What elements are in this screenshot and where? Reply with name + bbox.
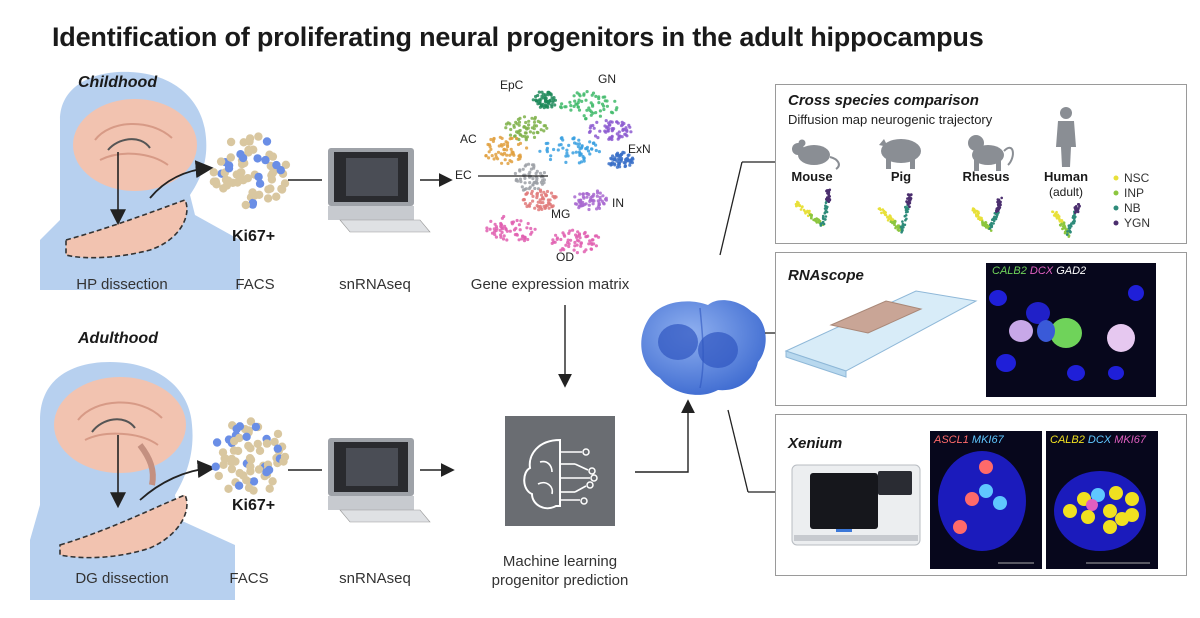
rhesus-trajectory-plot [971, 196, 1003, 232]
child-cell-cluster [209, 132, 291, 210]
adulthood-label: Adulthood [78, 330, 158, 347]
xenium-title: Xenium [788, 435, 843, 452]
rnascope-title: RNAscope [788, 267, 864, 284]
umap-label-mg: MG [551, 207, 571, 221]
progenitor-cells-illustration [641, 300, 766, 395]
mouse-trajectory-plot [794, 188, 832, 227]
adult-snrnaseq-label: snRNAseq [339, 570, 411, 587]
umap-plot [484, 90, 635, 255]
rnascope-graphics [784, 263, 1156, 397]
xenium-channel-calb2: CALB2 [1050, 434, 1085, 446]
umap-label-ac: AC [460, 132, 477, 146]
xenium-channel-mki67: MKI67 [971, 434, 1004, 446]
dg-dissection-label: DG dissection [75, 570, 169, 587]
mouse-icon [792, 139, 840, 170]
cross-species-subtitle: Diffusion map neurogenic trajectory [788, 112, 993, 127]
ml-label-line1: Machine learning [502, 553, 618, 570]
legend-dot-ygn [1113, 220, 1119, 226]
species-label-pig: Pig [890, 169, 912, 184]
umap-label-in: IN [612, 196, 624, 210]
hp-dissection-label: HP dissection [76, 276, 168, 293]
legend-nsc: NSC [1124, 171, 1150, 185]
xenium-instrument-illustration [791, 464, 921, 546]
xenium-panel1-labels: ASCL1 MKI67 [934, 434, 1004, 446]
pig-icon [879, 139, 921, 169]
child-sequencer-illustration [328, 148, 431, 233]
umap-label-od: OD [556, 250, 574, 264]
rnascope-channel-calb2: CALB2 [992, 265, 1027, 277]
rnascope-channel-gad2: GAD2 [1056, 265, 1087, 277]
adult-cell-cluster [211, 417, 290, 495]
child-head-illustration [40, 71, 240, 291]
child-snrnaseq-label: snRNAseq [339, 276, 411, 293]
cross-species-title: Cross species comparison [788, 92, 979, 109]
rnascope-panel: RNAscope CALB2 DCX GAD2 [775, 252, 1187, 406]
xenium-panel: Xenium ASCL1 MKI67 [775, 414, 1187, 576]
legend-inp: INP [1124, 186, 1145, 200]
xenium-graphics [791, 431, 1158, 569]
legend-dot-inp [1113, 190, 1119, 196]
ml-brain-icon [505, 416, 615, 526]
xenium-channel-ascl1: ASCL1 [934, 434, 969, 446]
adult-head-illustration [30, 362, 235, 600]
umap-label-epc: EpC [500, 78, 524, 92]
species-label-human: Human [1043, 169, 1089, 184]
pig-trajectory-plot [877, 193, 913, 234]
xenium-channel-mki67-2: MKI67 [1114, 434, 1147, 446]
human-trajectory-plot [1051, 203, 1081, 238]
rnascope-nuclei [989, 285, 1144, 381]
page-title: Identification of proliferating neural p… [52, 22, 984, 52]
umap-label-exn: ExN [628, 142, 651, 156]
human-icon [1056, 107, 1076, 167]
child-ki67-label: Ki67+ [232, 228, 276, 245]
cross-species-panel: Cross species comparison Diffusion map n… [775, 84, 1187, 244]
legend-nb: NB [1124, 201, 1141, 215]
rnascope-channel-labels: CALB2 DCX GAD2 [992, 265, 1086, 277]
cross-species-graphics [792, 107, 1119, 238]
rhesus-icon [968, 135, 1014, 171]
rnascope-channel-dcx: DCX [1029, 265, 1054, 277]
childhood-label: Childhood [78, 74, 158, 91]
microscope-slide-illustration [784, 290, 978, 378]
ml-label-line2: progenitor prediction [491, 572, 629, 589]
ml-label: Machine learning progenitor prediction [480, 552, 640, 590]
gene-matrix-label: Gene expression matrix [470, 276, 630, 293]
adult-sequencer-illustration [328, 438, 431, 523]
legend-dot-nsc [1113, 175, 1119, 181]
umap-label-gn: GN [598, 72, 616, 86]
xenium-panel2-labels: CALB2 DCX MKI67 [1050, 434, 1146, 446]
adult-ki67-label: Ki67+ [232, 497, 276, 514]
species-label-mouse: Mouse [791, 169, 833, 184]
legend-ygn: YGN [1124, 216, 1151, 230]
adult-facs-label: FACS [229, 570, 269, 587]
species-label-human-adult: (adult) [1048, 185, 1083, 199]
xenium-channel-dcx: DCX [1087, 434, 1112, 446]
legend-dot-nb [1113, 205, 1119, 211]
umap-label-ec: EC [455, 168, 472, 182]
species-label-rhesus: Rhesus [962, 169, 1010, 184]
child-facs-label: FACS [235, 276, 275, 293]
